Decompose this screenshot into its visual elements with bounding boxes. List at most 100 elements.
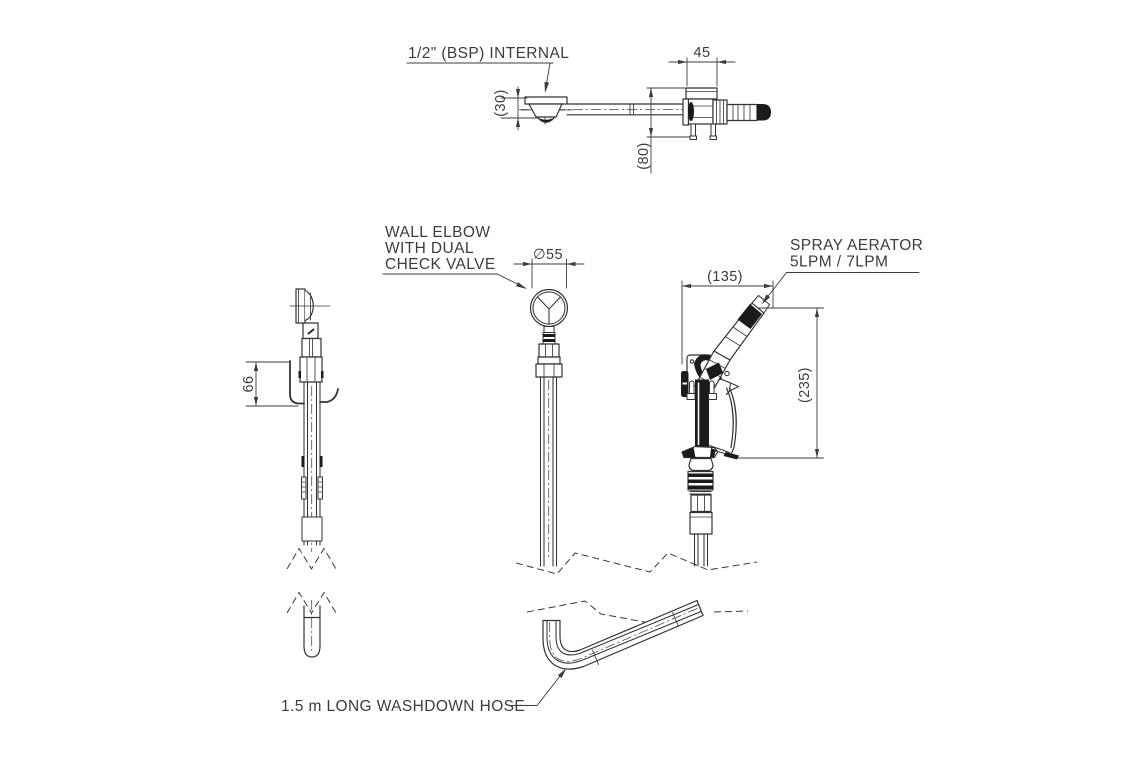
gun-top-view (682, 87, 771, 140)
gun-coupler-ribs (689, 490, 712, 495)
side-hose-sleeve (301, 516, 323, 542)
wall-elbow-label-3: CHECK VALVE (385, 256, 496, 273)
gun-hex-facets (697, 494, 705, 512)
bracket-pin-right-foot (709, 135, 717, 140)
gun-hose (693, 533, 709, 567)
dimension-dia55: ∅55 (513, 247, 585, 289)
dim-135-text: (135) (707, 269, 743, 285)
break-line-upper (515, 552, 758, 575)
gun-mount-hole-top (689, 359, 695, 364)
spray-aerator-label-2: 5LPM / 7LPM (790, 254, 888, 271)
dimension-135: (135) (681, 269, 774, 365)
side-centerlines (289, 292, 331, 321)
gun-top-plate (682, 98, 690, 126)
dim-45-text: 45 (694, 45, 711, 61)
dim-66-text: 66 (241, 376, 257, 393)
hose-bend-outer (542, 614, 704, 670)
hose-u-bend (542, 599, 704, 671)
elbow-thread-band-1 (543, 334, 555, 337)
gun-trigger-foot (723, 452, 739, 460)
flange-body (528, 103, 563, 118)
side-hex-nut (301, 337, 322, 358)
bsp-internal-label: 1/2" (BSP) INTERNAL (408, 45, 569, 62)
dim-235-text: (235) (797, 367, 813, 403)
dimension-80: (80) (636, 87, 691, 174)
bracket-pin-left (690, 123, 696, 138)
side-hose-rib-right (317, 476, 323, 500)
gun-top-black-cap (757, 104, 771, 121)
hose-bend-caps (542, 599, 704, 622)
gun-body-edge (721, 378, 732, 384)
gun-coupler-band-3 (688, 485, 713, 489)
wall-elbow-label-2: WITH DUAL (385, 240, 474, 257)
gun-swivel-bell (688, 457, 714, 472)
dimension-30: (30) (493, 86, 539, 131)
gun-top-nozzle (726, 103, 758, 122)
elbow-hex-facets (545, 343, 553, 358)
spray-aerator-arrow (761, 294, 771, 305)
gun-coupler-band-2 (688, 479, 713, 483)
gun-nozzle-upper-ribs (724, 326, 748, 347)
bsp-leader-line (406, 62, 554, 91)
pipe-outline (566, 103, 685, 116)
hose-leader (510, 670, 565, 706)
elbow-hex-nut (538, 343, 560, 358)
dimension-66: 66 (241, 361, 299, 407)
wall-elbow-label-1: WALL ELBOW (385, 224, 490, 241)
dim-dia55-text: ∅55 (533, 247, 563, 263)
side-hose-nub-right (319, 456, 323, 467)
front-view: WALL ELBOW WITH DUAL CHECK VALVE ∅55 (382, 224, 585, 567)
side-hex-facets (309, 338, 313, 358)
flange-dome-arc (536, 116, 556, 123)
flange-lip (524, 96, 568, 105)
side-coupling-facets (306, 356, 316, 383)
gun-base-wedge (682, 447, 696, 458)
elbow-neck (543, 326, 555, 333)
hose-bend-inner (559, 599, 698, 653)
hose-bend-joints (592, 612, 679, 665)
elbow-flange-spokes (536, 296, 562, 326)
side-flange-dome (304, 289, 314, 322)
gun-lower-tab-right (708, 393, 717, 400)
hook-wire-right (319, 388, 339, 403)
top-view: 1/2" (BSP) INTERNAL (406, 45, 771, 174)
side-hose-rib-lines (301, 481, 323, 493)
gun-top-nut-ribs (716, 99, 724, 125)
hook-wire-left (289, 360, 305, 405)
gun-pivot-screw (724, 370, 730, 377)
side-coupling-nub-right (321, 371, 324, 378)
hose-bend-wall-1 (546, 610, 702, 664)
elbow-coupling-top (537, 356, 561, 365)
gun-coupler-band-1 (688, 473, 713, 477)
spray-aerator-label-1: SPRAY AERATOR (790, 237, 923, 254)
flange-dome-shade (539, 118, 553, 122)
spray-gun (681, 295, 770, 567)
side-view: 66 (241, 288, 339, 658)
bracket-pin-left-foot (689, 135, 697, 140)
hose-leader-arrow (557, 668, 567, 679)
gun-grip (695, 379, 709, 448)
spray-aerator-leader (763, 272, 920, 303)
hose-bend-wall-2 (555, 603, 700, 656)
gun-base-right-block (710, 448, 716, 457)
elbow-coupling-facets (543, 363, 555, 378)
side-elbow-mark (307, 328, 315, 335)
side-coupling-nub-left (298, 371, 301, 378)
dim-80-text: (80) (636, 142, 652, 169)
pipe-joint (629, 103, 634, 116)
side-break-top (286, 548, 337, 570)
side-hose-rib-left (301, 476, 307, 500)
bracket-pin-right (710, 123, 716, 138)
gun-top-dark-core (688, 102, 694, 121)
wall-elbow-arrow (516, 282, 527, 289)
side-hose-nub-left (301, 456, 305, 467)
gun-trigger-outer (728, 387, 737, 455)
gun-sleeve (689, 511, 713, 535)
side-hose-end (303, 605, 321, 658)
gun-trigger-inner (725, 387, 734, 449)
dimension-45: 45 (668, 45, 736, 87)
gun-body-ledge (729, 382, 739, 392)
dim-30-text: (30) (493, 89, 509, 116)
elbow-coupling-body (535, 363, 563, 378)
